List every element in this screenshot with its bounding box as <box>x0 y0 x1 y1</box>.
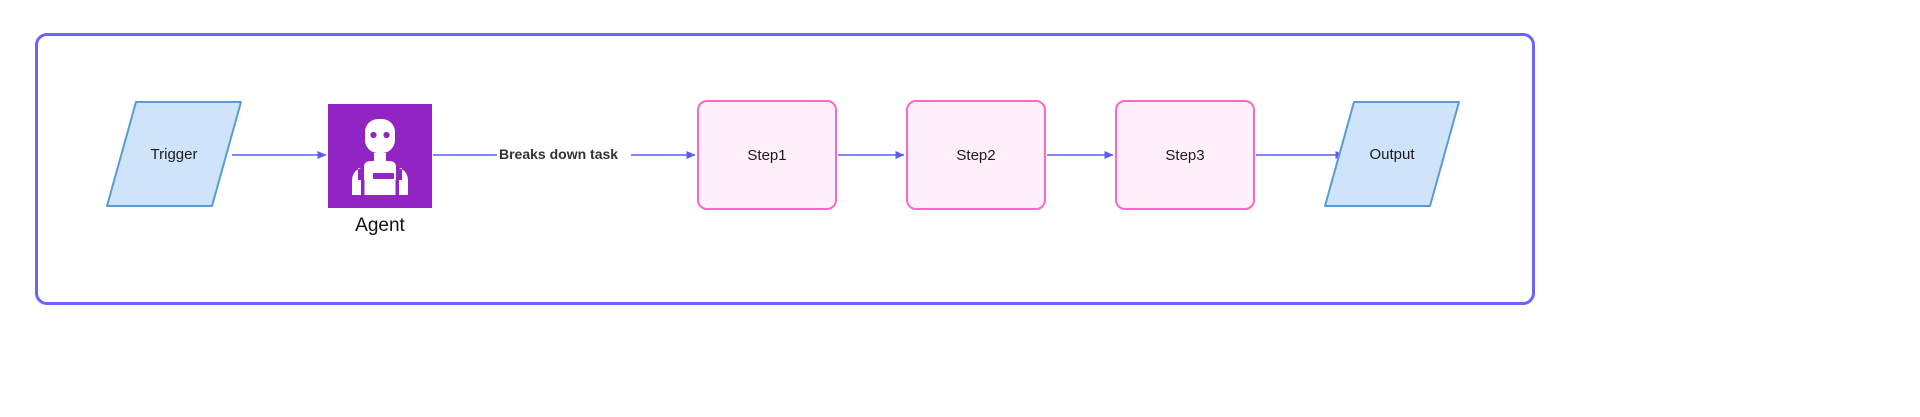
robot-icon <box>328 104 432 208</box>
node-trigger-label: Trigger <box>150 145 198 163</box>
node-step1-label: Step1 <box>747 146 787 164</box>
parallelogram-shape <box>1324 101 1460 207</box>
node-step1[interactable]: Step1 <box>697 100 837 210</box>
node-step3-label: Step3 <box>1165 146 1205 164</box>
node-step2-label: Step2 <box>956 146 996 164</box>
node-trigger[interactable]: Trigger <box>104 99 244 209</box>
node-output-label: Output <box>1369 145 1415 163</box>
node-output[interactable]: Output <box>1322 99 1462 209</box>
node-step3[interactable]: Step3 <box>1115 100 1255 210</box>
edge-label-breaks-down-task: Breaks down task <box>497 145 621 163</box>
node-agent-label: Agent <box>355 215 405 236</box>
parallelogram-shape <box>106 101 242 207</box>
node-step2[interactable]: Step2 <box>906 100 1046 210</box>
node-agent[interactable]: Agent <box>328 104 432 237</box>
